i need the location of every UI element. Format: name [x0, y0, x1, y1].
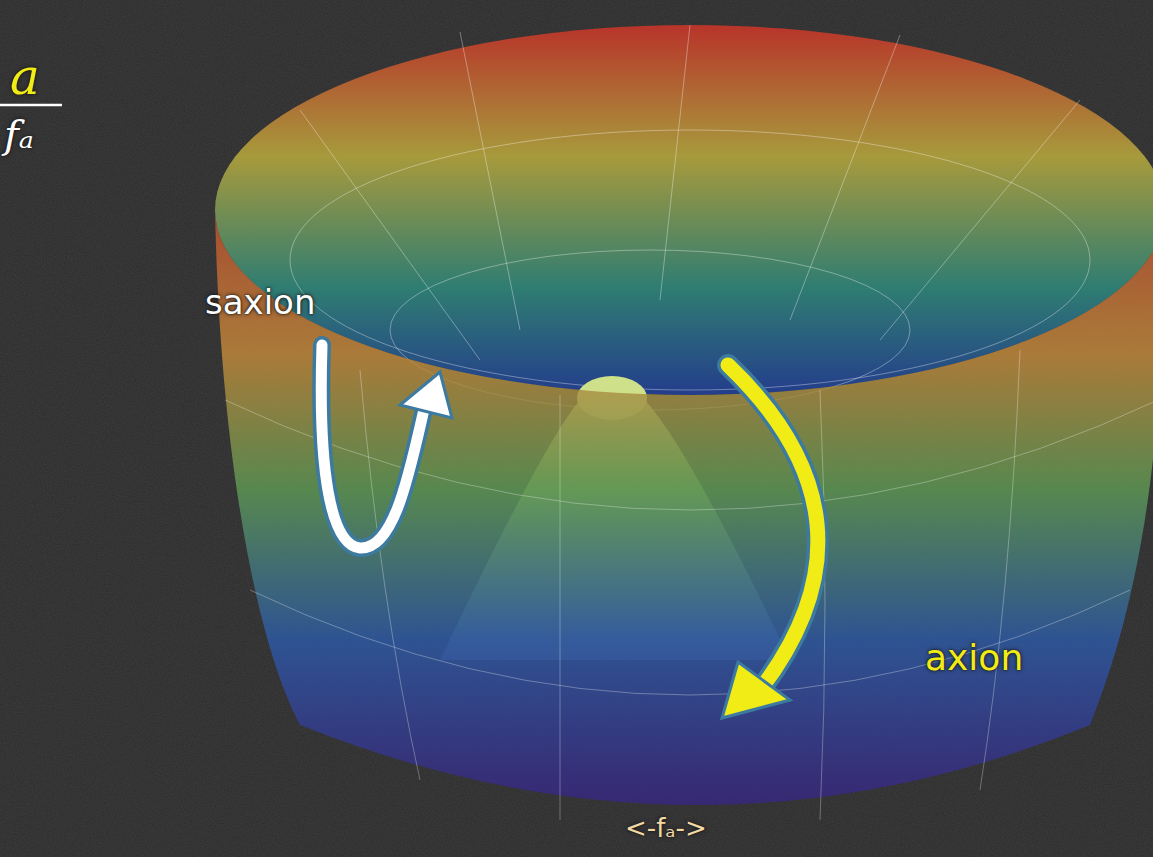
fraction-numerator: a: [10, 52, 40, 102]
mode-label: axion: [925, 640, 1023, 676]
mode-label: saxion: [205, 285, 315, 319]
dimension-label: <-fₐ->: [625, 815, 707, 841]
fraction-denominator: fₐ: [4, 114, 34, 154]
fraction-bar: [0, 104, 62, 107]
